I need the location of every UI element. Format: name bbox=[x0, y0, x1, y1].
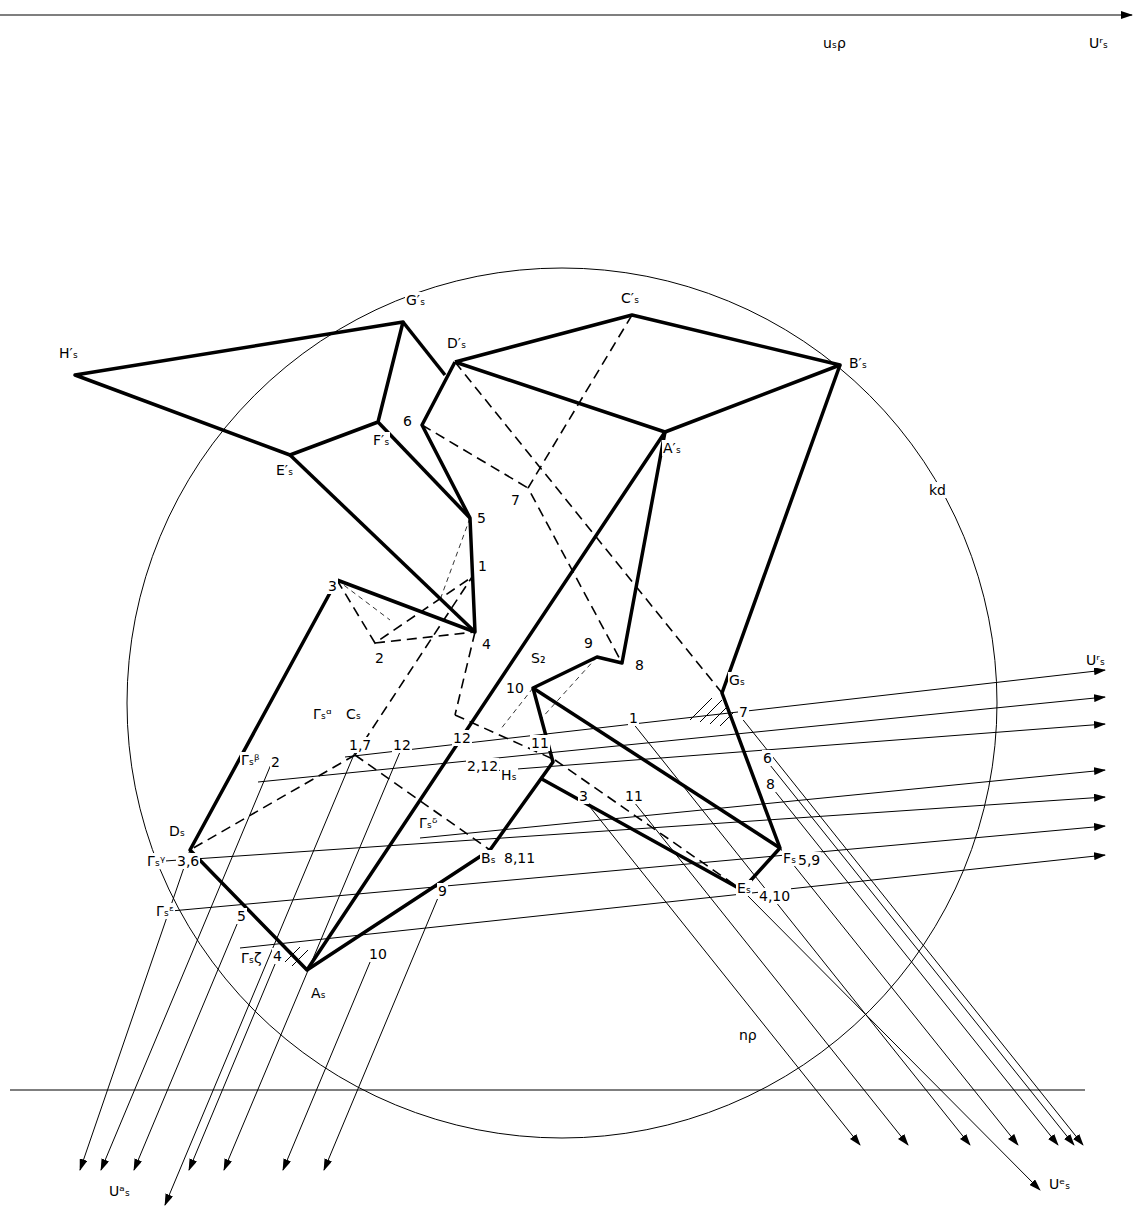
hatching bbox=[285, 698, 733, 966]
point-label: Γₛᵟ bbox=[418, 815, 438, 831]
point-label: Aₛ bbox=[310, 985, 327, 1001]
point-label: 2 bbox=[270, 754, 281, 770]
point-label: 7 bbox=[738, 704, 749, 720]
point-label: 8 bbox=[765, 776, 776, 792]
point-label: 9 bbox=[437, 883, 448, 899]
light-rays-right-down bbox=[582, 716, 1083, 1190]
point-label: 10 bbox=[368, 946, 388, 962]
point-label: 12 bbox=[392, 737, 412, 753]
point-label: H′ₛ bbox=[58, 345, 79, 361]
visible-edges bbox=[75, 315, 840, 970]
point-label: 10 bbox=[505, 680, 525, 696]
point-label: uₛρ bbox=[822, 35, 847, 51]
point-label: Γₛᵋ bbox=[155, 903, 175, 919]
point-label: kd bbox=[928, 482, 947, 498]
axis-line bbox=[0, 14, 1132, 15]
point-label: G′ₛ bbox=[405, 292, 426, 308]
point-label: Dₛ bbox=[168, 823, 186, 839]
circle-kd bbox=[127, 268, 997, 1138]
point-label: B′ₛ bbox=[848, 355, 868, 371]
point-label: S₂ bbox=[530, 650, 547, 666]
point-label: Γₛᵅ bbox=[312, 706, 333, 722]
point-label: Uᵃₛ bbox=[108, 1183, 131, 1199]
point-label: 1,7 bbox=[348, 737, 372, 753]
point-label: 6 bbox=[762, 750, 773, 766]
hidden-edges bbox=[190, 315, 742, 890]
ground-line bbox=[10, 1089, 1085, 1090]
point-label: A′ₛ bbox=[662, 440, 682, 456]
point-label: 5 bbox=[236, 908, 247, 924]
point-label: 7 bbox=[510, 492, 521, 508]
light-rays-right bbox=[150, 670, 1105, 948]
point-label: E′ₛ bbox=[275, 462, 294, 478]
point-label: 8 bbox=[634, 657, 645, 673]
point-label: 6 bbox=[402, 413, 413, 429]
point-label: C′ₛ bbox=[620, 290, 640, 306]
point-label: Γₛᵝ bbox=[240, 752, 261, 768]
point-label: Eₛ bbox=[736, 880, 752, 896]
point-label: 4 bbox=[481, 636, 492, 652]
point-label: 12 bbox=[452, 730, 472, 746]
point-label: 11 bbox=[624, 788, 644, 804]
point-label: 4,10 bbox=[758, 888, 791, 904]
point-label: Γₛᵞ bbox=[146, 853, 166, 869]
light-rays-left bbox=[80, 752, 440, 1205]
point-label: D′ₛ bbox=[446, 335, 467, 351]
point-label: 1 bbox=[628, 710, 639, 726]
point-label: Γₛζ bbox=[240, 950, 263, 966]
point-label: 2 bbox=[374, 650, 385, 666]
point-label: Hₛ bbox=[500, 767, 518, 783]
point-label: 3,6 bbox=[176, 853, 200, 869]
point-label: Gₛ bbox=[728, 672, 746, 688]
point-label: 1 bbox=[477, 558, 488, 574]
point-label: F′ₛ bbox=[372, 432, 390, 448]
point-label: 3 bbox=[578, 788, 589, 804]
point-label: 9 bbox=[583, 635, 594, 651]
point-label: 11 bbox=[530, 735, 550, 751]
point-label: Uʳₛ bbox=[1085, 652, 1106, 668]
point-label: 4 bbox=[272, 948, 283, 964]
point-label: Uᵉₛ bbox=[1048, 1176, 1071, 1192]
point-label: Bₛ bbox=[480, 850, 497, 866]
point-label: Cₛ bbox=[345, 706, 362, 722]
point-label: 3 bbox=[327, 578, 338, 594]
point-label: Fₛ bbox=[782, 850, 797, 866]
point-label: Uʳₛ bbox=[1088, 35, 1109, 51]
point-label: 8,11 bbox=[503, 850, 536, 866]
point-label: 5 bbox=[476, 510, 487, 526]
point-label: 5,9 bbox=[797, 852, 821, 868]
point-label: nρ bbox=[738, 1027, 758, 1043]
point-label: 2,12 bbox=[466, 758, 499, 774]
